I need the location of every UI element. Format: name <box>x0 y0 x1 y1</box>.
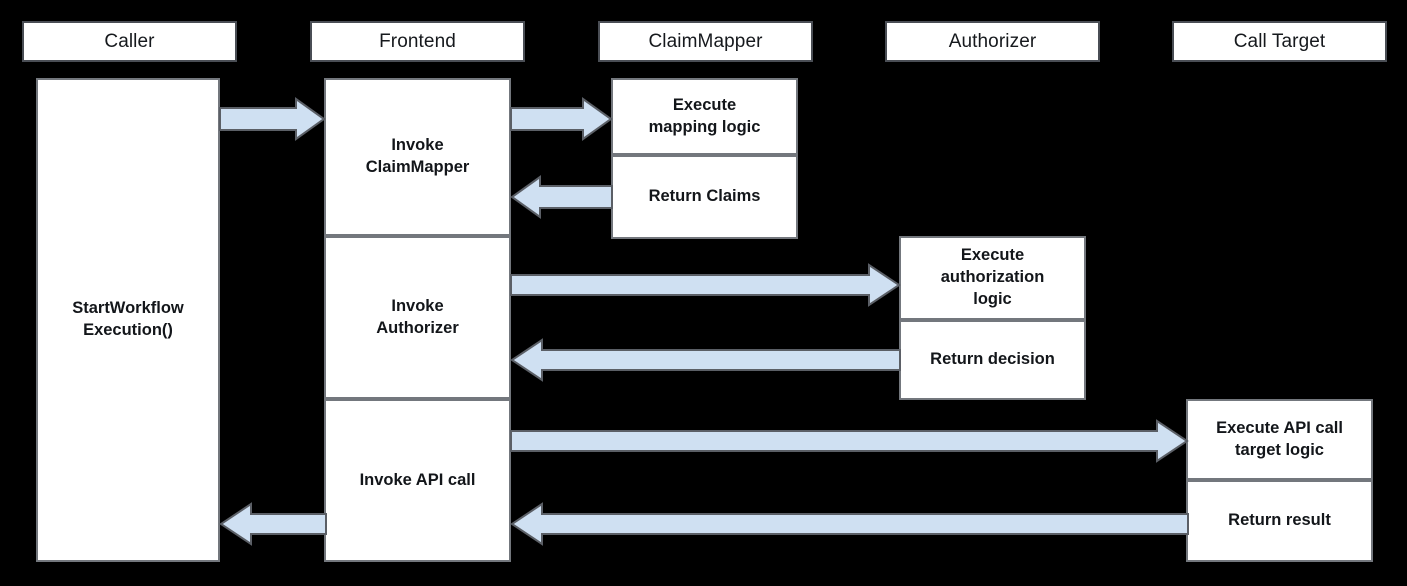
block-arrow-left-icon <box>510 502 1189 546</box>
block-arrow-left-icon <box>510 338 901 382</box>
block-arrow-right-icon <box>219 97 326 141</box>
lane-header-calltarget-label: Call Target <box>1233 30 1326 52</box>
message-arrow-frontend-to-calltarget <box>510 419 1189 463</box>
activation-authorizer-return-decision: Return decision <box>899 320 1086 400</box>
activation-frontend-invoke-api-call-label: Invoke API call <box>359 470 476 489</box>
activation-calltarget-return-result-label: Return result <box>1228 511 1331 530</box>
block-arrow-right-icon <box>510 97 613 141</box>
activation-calltarget-return-result: Return result <box>1186 480 1373 562</box>
message-arrow-authorizer-to-frontend <box>510 338 901 382</box>
message-arrow-calltarget-to-frontend <box>510 502 1189 546</box>
block-arrow-right-icon <box>510 263 901 307</box>
lane-header-frontend: Frontend <box>310 21 525 62</box>
lane-header-claimmapper: ClaimMapper <box>598 21 813 62</box>
activation-frontend-invoke-claimmapper-label: Invoke ClaimMapper <box>365 136 470 176</box>
block-arrow-right-icon <box>510 419 1189 463</box>
block-arrow-left-icon <box>219 502 327 546</box>
activation-frontend-invoke-authorizer: Invoke Authorizer <box>324 236 511 399</box>
activation-claimmapper-return-claims: Return Claims <box>611 155 798 239</box>
message-arrow-frontend-to-caller <box>219 502 327 546</box>
lane-header-calltarget: Call Target <box>1172 21 1387 62</box>
message-arrow-frontend-to-authorizer <box>510 263 901 307</box>
activation-claimmapper-execute-mapping: Execute mapping logic <box>611 78 798 155</box>
activation-authorizer-execute-authorization-label: Execute authorization logic <box>940 246 1045 308</box>
activation-frontend-invoke-authorizer-label: Invoke Authorizer <box>376 296 459 337</box>
lane-header-caller: Caller <box>22 21 237 62</box>
block-arrow-left-icon <box>510 175 613 219</box>
activation-claimmapper-return-claims-label: Return Claims <box>648 187 761 206</box>
activation-caller-start-workflow-label: StartWorkflow Execution() <box>72 299 184 339</box>
lane-header-caller-label: Caller <box>104 30 155 52</box>
activation-authorizer-execute-authorization: Execute authorization logic <box>899 236 1086 320</box>
message-arrow-claimmapper-to-frontend <box>510 175 613 219</box>
lane-header-authorizer-label: Authorizer <box>948 30 1037 52</box>
lane-header-frontend-label: Frontend <box>379 30 456 52</box>
activation-claimmapper-execute-mapping-label: Execute mapping logic <box>648 95 761 136</box>
activation-caller-start-workflow: StartWorkflow Execution() <box>36 78 220 562</box>
lane-header-authorizer: Authorizer <box>885 21 1100 62</box>
lane-header-claimmapper-label: ClaimMapper <box>648 30 763 52</box>
message-arrow-frontend-to-claimmapper <box>510 97 613 141</box>
activation-frontend-invoke-api-call: Invoke API call <box>324 399 511 562</box>
message-arrow-caller-to-frontend <box>219 97 326 141</box>
activation-calltarget-execute-api-call-label: Execute API call target logic <box>1216 418 1343 459</box>
activation-frontend-invoke-claimmapper: Invoke ClaimMapper <box>324 78 511 236</box>
activation-calltarget-execute-api-call: Execute API call target logic <box>1186 399 1373 480</box>
activation-authorizer-return-decision-label: Return decision <box>930 350 1055 369</box>
